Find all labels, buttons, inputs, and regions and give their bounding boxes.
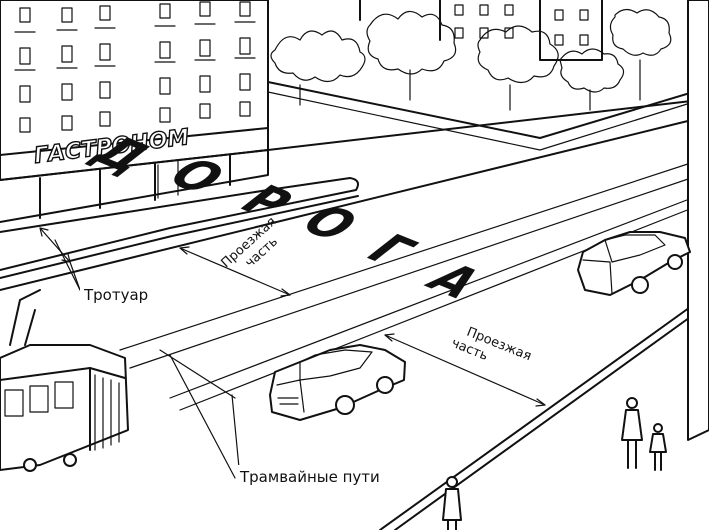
road-word: Д О Р О Г А [78, 128, 495, 307]
pedestrians [442, 397, 667, 530]
tram [0, 289, 129, 472]
shop-building: ГАСТРОНОМ [0, 0, 269, 223]
background-trees [270, 0, 672, 111]
road-letter-o2: О [287, 197, 372, 250]
label-carriageway-right-group: Проезжая часть [449, 325, 533, 365]
car-near [269, 344, 406, 421]
sidewalk [0, 177, 359, 279]
label-leaders [54, 239, 241, 479]
label-sidewalk-group: Тротуар [80, 283, 164, 305]
road-letter-g: Г [353, 226, 429, 275]
label-tram-tracks: Трамвайные пути [239, 468, 380, 486]
car-far [577, 231, 691, 296]
road-letter-a: А [413, 255, 495, 307]
label-tram-tracks-group: Трамвайные пути [236, 465, 386, 487]
label-sidewalk: Тротуар [83, 286, 148, 304]
far-sidewalk [267, 81, 701, 151]
